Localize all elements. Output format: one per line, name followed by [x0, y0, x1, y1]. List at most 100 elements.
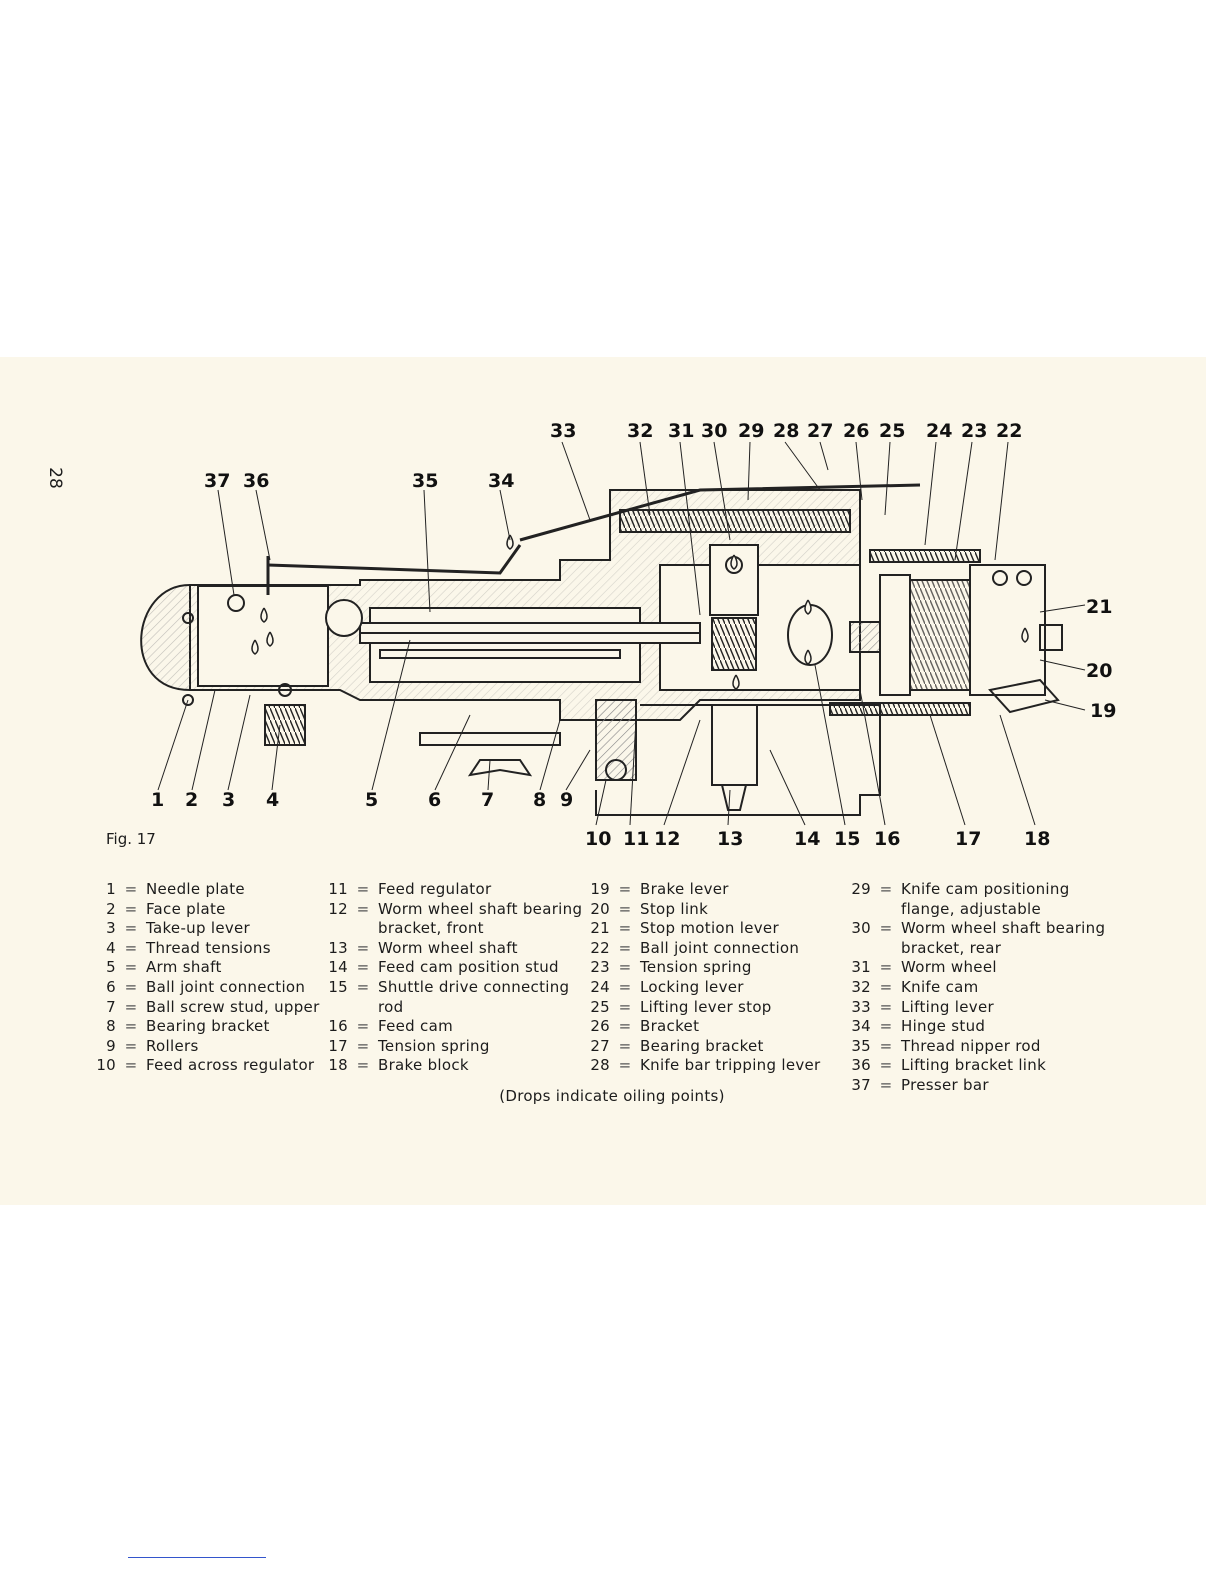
legend-item-equals: =	[124, 899, 138, 918]
legend-item-equals: =	[618, 1017, 632, 1036]
legend-item: 16=Feed cam	[328, 1017, 582, 1037]
legend-item-label: Feed cam position stud	[378, 958, 559, 977]
legend-item-equals	[871, 939, 901, 959]
legend-item-equals: =	[879, 880, 893, 898]
legend-item-number: 10	[96, 1056, 116, 1075]
legend-item-label: Feed cam	[378, 1017, 454, 1036]
callout-30: 30	[701, 420, 727, 442]
legend-item-label: Presser bar	[901, 1075, 989, 1094]
machine-body	[140, 483, 1063, 816]
legend-item-label: Needle plate	[146, 880, 245, 898]
mechanism-diagram: 1 2 3 4 5 6 7 8 9 10 11 12 13 14 15 16 1…	[140, 420, 1116, 850]
legend-item-equals: =	[879, 997, 893, 1016]
legend-item-number	[851, 900, 871, 920]
legend-item-number: 15	[328, 977, 348, 996]
legend-item: 8=Bearing bracket	[96, 1017, 320, 1037]
legend-item-equals: =	[618, 997, 632, 1016]
legend-item-number: 21	[590, 919, 610, 938]
legend-item-label: Knife cam positioning	[901, 880, 1070, 898]
legend-item: 11=Feed regulator	[328, 880, 582, 900]
legend-item-label: bracket, front	[378, 919, 484, 938]
legend-item-equals: =	[879, 1075, 893, 1094]
legend-item-equals: =	[879, 958, 893, 977]
legend-item-label: Worm wheel	[901, 958, 997, 977]
legend-item-number: 29	[851, 880, 871, 898]
legend-item-label: Ball joint connection	[640, 938, 800, 957]
callout-24: 24	[926, 420, 952, 442]
callout-18: 18	[1024, 828, 1050, 850]
legend-item-number: 24	[590, 977, 610, 996]
legend-item: 33=Lifting lever	[851, 998, 1105, 1018]
legend-item-number: 30	[851, 919, 871, 938]
legend-item-label: flange, adjustable	[901, 899, 1042, 918]
legend-item: rod	[328, 998, 582, 1018]
legend-item-equals: =	[124, 958, 138, 977]
legend-item-label: Feed across regulator	[146, 1056, 315, 1075]
legend-item-number: 37	[851, 1075, 871, 1094]
legend-item-label: Knife bar tripping lever	[640, 1056, 821, 1075]
legend-item-label: bracket, rear	[901, 938, 1002, 957]
legend-item: 3=Take-up lever	[96, 919, 320, 939]
legend-item-number: 1	[106, 880, 116, 898]
legend-item-label: Ball joint connection	[146, 977, 306, 996]
callout-17: 17	[955, 828, 981, 850]
callout-16: 16	[874, 828, 900, 850]
callout-4: 4	[266, 789, 279, 811]
legend-item-label: Shuttle drive connecting	[378, 977, 570, 996]
legend-item: 2=Face plate	[96, 900, 320, 920]
legend-item-equals: =	[356, 1036, 370, 1055]
legend-item-equals: =	[356, 1017, 370, 1036]
legend-item-equals: =	[879, 1036, 893, 1055]
legend-item-equals	[871, 900, 901, 920]
callout-numbers: 1 2 3 4 5 6 7 8 9 10 11 12 13 14 15 16 1…	[151, 420, 1116, 850]
legend-item-number: 17	[328, 1036, 348, 1055]
legend-item: flange, adjustable	[851, 900, 1105, 920]
legend-item-number: 23	[590, 958, 610, 977]
legend-item-number: 25	[590, 997, 610, 1016]
legend-item: 12=Worm wheel shaft bearing	[328, 900, 582, 920]
legend-item-label: Brake block	[378, 1056, 469, 1075]
callout-29: 29	[738, 420, 764, 442]
legend-item: 5=Arm shaft	[96, 958, 320, 978]
callout-22: 22	[996, 420, 1022, 442]
legend-item-number: 3	[106, 919, 116, 938]
legend-item-label: Bracket	[640, 1017, 700, 1036]
legend-item-equals: =	[618, 919, 632, 938]
legend-item: 35=Thread nipper rod	[851, 1037, 1105, 1057]
legend-item: 25=Lifting lever stop	[590, 998, 821, 1018]
legend-item-equals: =	[356, 938, 370, 957]
legend-item-equals: =	[618, 1036, 632, 1055]
leader-lines	[157, 441, 1086, 826]
legend-item-label: Tension spring	[640, 958, 752, 977]
callout-12: 12	[654, 828, 680, 850]
legend-item-number: 34	[851, 1017, 871, 1036]
legend-item-equals: =	[618, 958, 632, 977]
legend-item-number: 26	[590, 1017, 610, 1036]
legend-item-equals: =	[879, 1056, 893, 1075]
legend-item-number: 36	[851, 1056, 871, 1075]
legend-item-equals: =	[618, 977, 632, 996]
callout-21: 21	[1086, 596, 1112, 618]
legend-item-number	[851, 939, 871, 959]
legend-item-label: Bearing bracket	[640, 1036, 764, 1055]
callout-23: 23	[961, 420, 987, 442]
legend-item: 20=Stop link	[590, 900, 821, 920]
legend-item-number: 31	[851, 958, 871, 977]
legend-item-label: Worm wheel shaft bearing	[378, 899, 583, 918]
legend-item: 30=Worm wheel shaft bearing	[851, 919, 1105, 939]
callout-2: 2	[185, 789, 198, 811]
legend-item: bracket, rear	[851, 939, 1105, 959]
legend-item-equals: =	[124, 1017, 138, 1036]
legend-item: 31 = Worm wheel	[851, 958, 1105, 978]
legend-item-equals: =	[356, 958, 370, 977]
legend-item-equals: =	[356, 880, 370, 898]
callout-25: 25	[879, 420, 905, 442]
legend-item: 26 = Bracket	[590, 1017, 821, 1037]
callout-9: 9	[560, 789, 573, 811]
legend-item-equals: =	[356, 899, 370, 918]
legend-item: 29 = Knife cam positioning	[851, 880, 1105, 900]
legend-item-equals	[348, 919, 378, 939]
callout-7: 7	[481, 789, 494, 811]
